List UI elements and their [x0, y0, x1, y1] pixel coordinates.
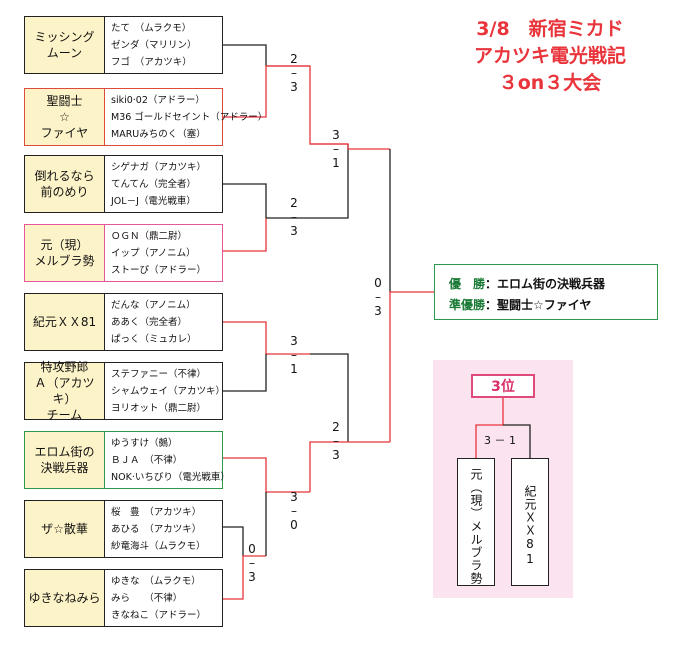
team-member: ああく（完全者） [111, 317, 188, 328]
team-member: 紗竜海斗（ムラクモ） [111, 541, 206, 552]
team-member: みら （不律） [111, 593, 183, 604]
event-title: 3/8 新宿ミカド アカツキ電光戦記 ３on３大会 [440, 16, 660, 97]
team-card: ゆきなねみら ゆきな （ムラクモ） みら （不律） きなねこ（アドラー） [24, 569, 223, 627]
team-member: シゲナガ（アカツキ） [111, 162, 207, 173]
winner-team: ：エロム街の決戦兵器 [485, 277, 606, 291]
third-place-label: 3位 [471, 374, 535, 398]
team-member: siki0·02（アドラー） [111, 95, 205, 106]
title-line: 3/8 新宿ミカド [476, 18, 624, 40]
team-member: ゆうすけ（鵺） [111, 438, 178, 449]
team-card: ザ☆散華 桜 豊 （アカツキ） あひる （アカツキ） 紗竜海斗（ムラクモ） [24, 500, 223, 558]
team-member: たて （ムラクモ） [111, 23, 192, 34]
team-member: NOK·いちびり（電光戦車） [111, 472, 230, 483]
team-card: ミッシング ムーン たて （ムラクモ） ゼンダ（マリリン） フゴ （アカツキ） [24, 16, 223, 74]
team-card: 聖闘士 ☆ ファイヤ siki0·02（アドラー） M36 ゴールドセイント（ア… [24, 88, 268, 146]
team-member: MARUみちのく（塞） [111, 129, 206, 140]
team-name: 聖闘士 ☆ ファイヤ [25, 89, 105, 145]
title-line: アカツキ電光戦記 [473, 45, 626, 67]
match-score: 3–1 [332, 128, 340, 170]
team-name: 紀元ＸＸ81 [25, 294, 105, 350]
match-score: 3–1 [290, 334, 298, 376]
team-member: M36 ゴールドセイント（アドラー） [111, 112, 268, 123]
match-score: 0–3 [374, 276, 382, 318]
team-member: ゆきな （ムラクモ） [111, 576, 201, 587]
third-place-team: 元（現）メルブラ勢 [457, 458, 495, 586]
team-member: ヨリオット（鼎二尉） [111, 403, 207, 414]
match-score: 2–3 [332, 420, 340, 462]
team-name: 特攻野郎 Ａ（アカツキ） チーム [25, 360, 105, 422]
team-member: イップ（アノニム） [111, 248, 196, 259]
team-member: ＯＧＮ（鼎二尉） [111, 231, 188, 242]
team-member: あひる （アカツキ） [111, 524, 202, 535]
team-member: ゼンダ（マリリン） [111, 40, 197, 51]
match-score: 3–0 [290, 490, 298, 532]
team-name: ザ☆散華 [25, 501, 105, 557]
match-score: 2–3 [290, 52, 298, 94]
winner-label: 優 勝 [449, 277, 486, 291]
team-name: ゆきなねみら [25, 570, 105, 626]
runnerup-label: 準優勝 [449, 298, 486, 312]
team-name: エロム街の 決戦兵器 [25, 432, 105, 488]
team-member: ストーぴ（アドラー） [111, 265, 207, 276]
team-card: 紀元ＸＸ81 だんな（アノニム） ああく（完全者） ぱっく（ミュカレ） [24, 293, 223, 351]
team-card: エロム街の 決戦兵器 ゆうすけ（鵺） ＢＪＡ （不律） NOK·いちびり（電光戦… [24, 431, 230, 489]
team-member: てんてん（完全者） [111, 179, 197, 190]
team-member: ＢＪＡ （不律） [111, 455, 183, 466]
team-member: 桜 豊 （アカツキ） [111, 507, 202, 518]
team-card: 特攻野郎 Ａ（アカツキ） チーム ステファニー（不律） シャムウェイ（アカツキ）… [24, 360, 226, 422]
third-place-score: 3 － 1 [484, 434, 516, 447]
match-score: 0–3 [248, 542, 256, 584]
team-member: だんな（アノニム） [111, 300, 196, 311]
team-member: JOL－J（電光戦車） [111, 196, 196, 207]
team-member: きなねこ（アドラー） [111, 610, 207, 621]
team-name: 元（現） メルブラ勢 [25, 225, 105, 281]
team-member: ステファニー（不律） [111, 369, 207, 380]
team-card: 倒れるなら 前のめり シゲナガ（アカツキ） てんてん（完全者） JOL－J（電光… [24, 155, 223, 213]
team-name: ミッシング ムーン [25, 17, 105, 73]
team-member: ぱっく（ミュカレ） [111, 334, 197, 345]
team-name: 倒れるなら 前のめり [25, 156, 105, 212]
team-member: シャムウェイ（アカツキ） [111, 386, 226, 397]
match-score: 2–3 [290, 196, 298, 238]
third-place-team: 紀元ＸＸ81 [511, 458, 549, 586]
result-box: 優 勝：エロム街の決戦兵器 準優勝：聖闘士☆ファイヤ [434, 264, 658, 320]
title-line: ３on３大会 [498, 72, 602, 94]
team-card: 元（現） メルブラ勢 ＯＧＮ（鼎二尉） イップ（アノニム） ストーぴ（アドラー） [24, 224, 223, 282]
runnerup-team: ：聖闘士☆ファイヤ [485, 298, 592, 312]
team-member: フゴ （アカツキ） [111, 57, 192, 68]
